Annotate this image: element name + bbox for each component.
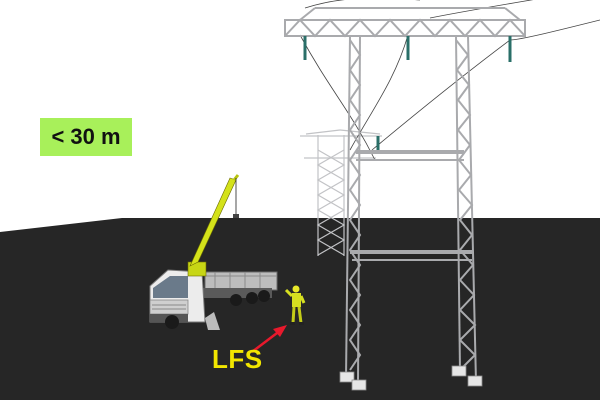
insulator-icons: [305, 36, 510, 150]
distance-badge: < 30 m: [40, 118, 132, 156]
worker-label: LFS: [212, 344, 263, 375]
